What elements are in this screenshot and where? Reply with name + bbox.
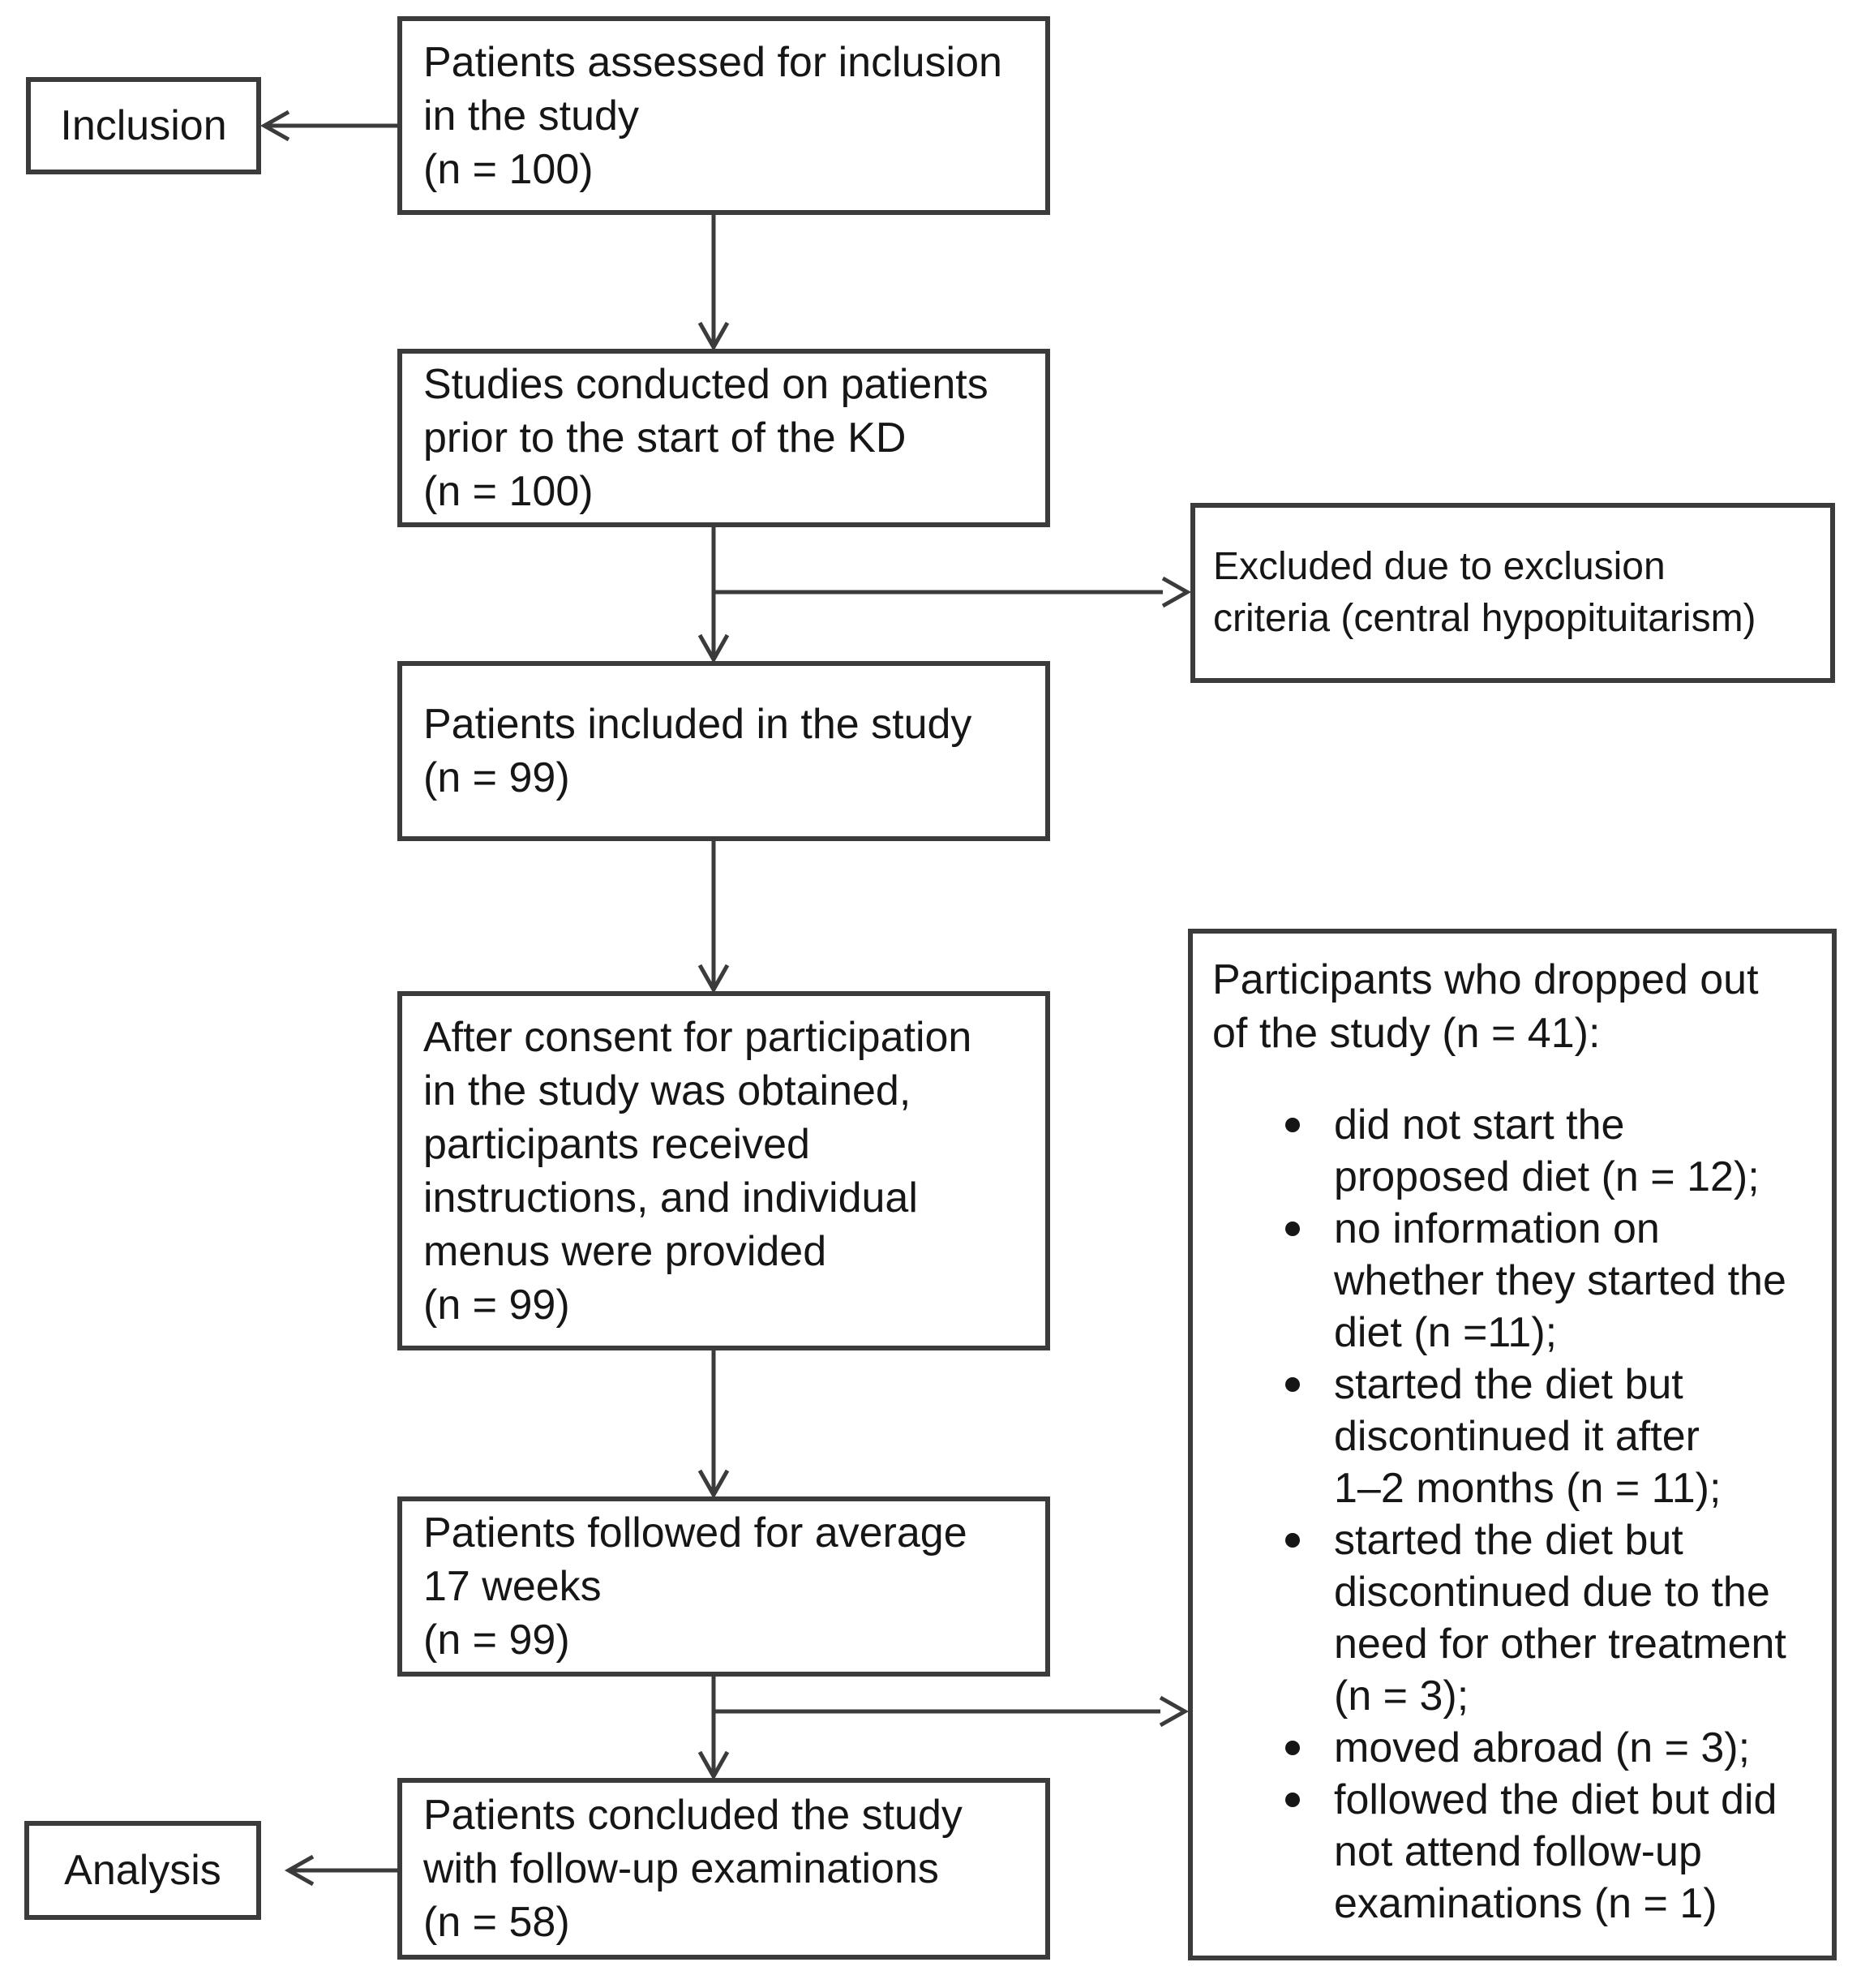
dropout-reason-item: followed the diet but did not attend fol… [1285,1774,1812,1930]
arrowhead-down-consent [697,964,730,994]
patients-concluded-text: Patients concluded the study with follow… [423,1792,963,1946]
dropout-title: Participants who dropped out of the stud… [1212,956,1759,1057]
arrowhead-down-studies [697,321,730,352]
patients-followed-text: Patients followed for average 17 weeks (… [423,1509,967,1664]
node-dropouts: Participants who dropped out of the stud… [1188,929,1837,1960]
arrowhead-down-followed [697,1469,730,1500]
studies-before-kd-text: Studies conducted on patients prior to t… [423,361,988,515]
node-patients-assessed: Patients assessed for inclusion in the s… [397,16,1050,215]
dropout-reasons-list: did not start the proposed diet (n = 12)… [1212,1099,1812,1930]
arrowhead-down-concluded [697,1750,730,1781]
excluded-text: Excluded due to exclusion criteria (cent… [1213,545,1756,640]
dropout-reason-item: no information on whether they started t… [1285,1203,1812,1359]
arrowhead-right-excluded [1161,576,1192,608]
node-studies-before-kd: Studies conducted on patients prior to t… [397,349,1050,527]
arrowhead-down-included [697,633,730,664]
consent-instructions-text: After consent for participation in the s… [423,1013,972,1329]
dropout-reason-item: moved abroad (n = 3); [1285,1722,1812,1774]
arrowhead-right-dropout [1159,1695,1190,1728]
stage-label-inclusion: Inclusion [26,77,261,174]
patients-assessed-text: Patients assessed for inclusion in the s… [423,38,1002,193]
node-excluded: Excluded due to exclusion criteria (cent… [1190,503,1835,683]
node-patients-concluded: Patients concluded the study with follow… [397,1778,1050,1960]
stage-label-analysis: Analysis [24,1821,261,1920]
inclusion-label-text: Inclusion [60,102,227,149]
dropout-reason-item: started the diet but discontinued due to… [1285,1514,1812,1722]
dropout-reason-item: started the diet but discontinued it aft… [1285,1359,1812,1514]
dropout-reason-item: did not start the proposed diet (n = 12)… [1285,1099,1812,1203]
arrowhead-left-inclusion [259,109,290,142]
node-patients-included: Patients included in the study (n = 99) [397,661,1050,841]
node-patients-followed: Patients followed for average 17 weeks (… [397,1496,1050,1677]
node-consent-instructions: After consent for participation in the s… [397,991,1050,1350]
arrowhead-left-analysis [284,1854,315,1887]
patients-included-text: Patients included in the study (n = 99) [423,701,972,801]
analysis-label-text: Analysis [64,1847,221,1894]
